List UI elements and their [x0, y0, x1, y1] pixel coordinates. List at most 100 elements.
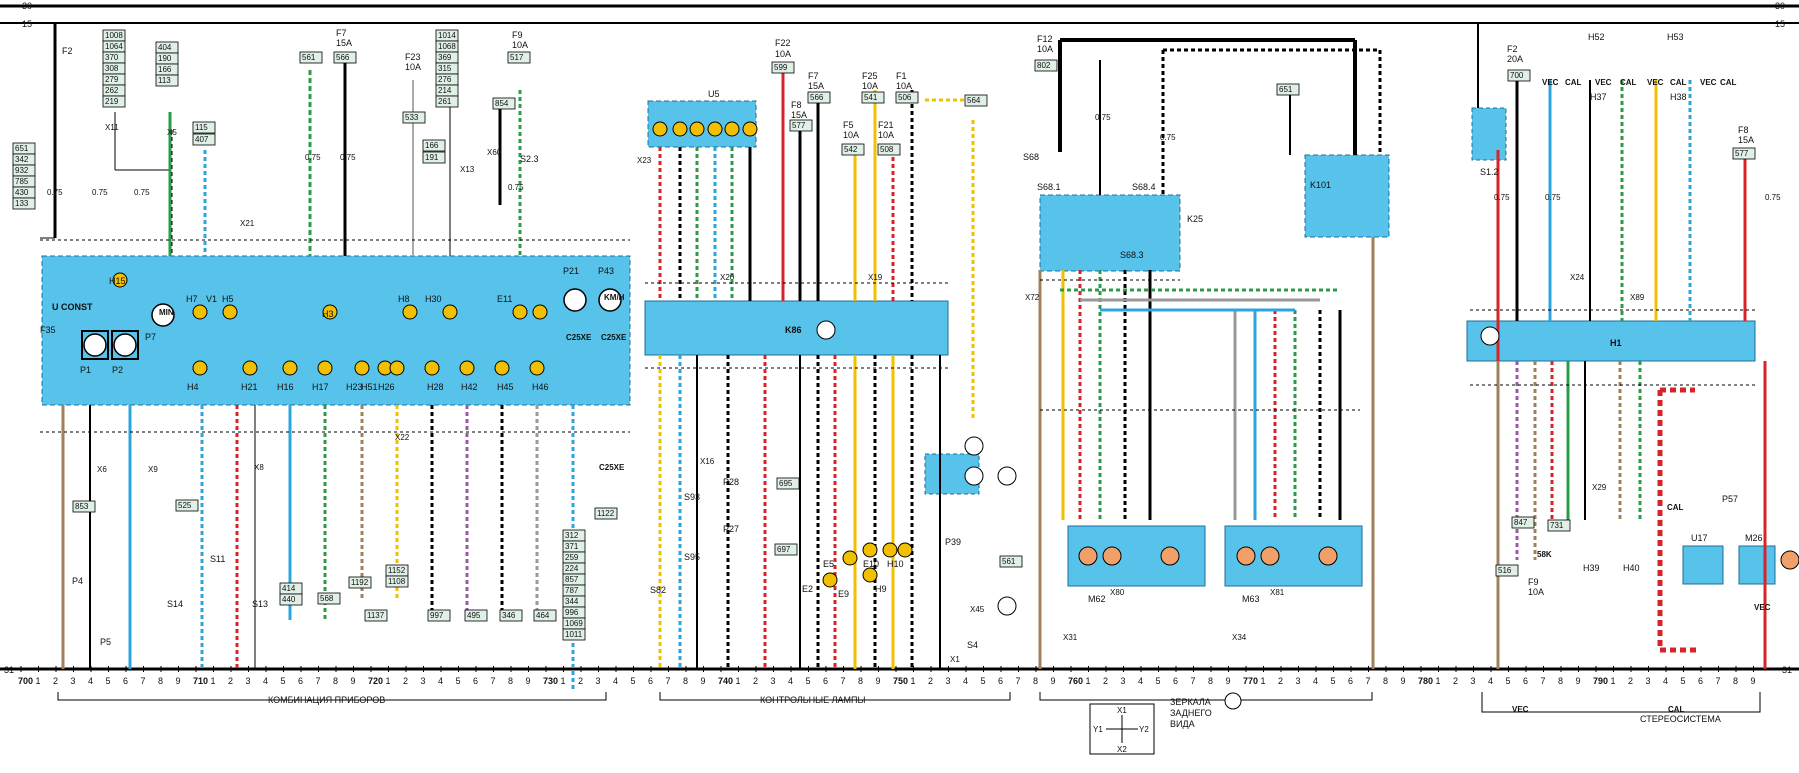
- component-label: H45: [497, 382, 514, 392]
- rail-30-label-left: 30: [22, 1, 32, 11]
- ref-number: 224: [565, 564, 579, 573]
- scale-number: 4: [613, 676, 618, 686]
- component-marks: [81, 121, 1799, 616]
- compass-x2: X2: [1117, 745, 1127, 754]
- motor-icon: [1078, 546, 1098, 566]
- ref-number: 430: [15, 188, 29, 197]
- scale-number: 5: [981, 676, 986, 686]
- tag-label: CAL: [1670, 78, 1687, 87]
- ref-number: 566: [336, 53, 350, 62]
- ref-cell: [999, 555, 1023, 568]
- scale-number: 5: [1331, 676, 1336, 686]
- scale-number: 9: [1401, 676, 1406, 686]
- ref-cell: [464, 609, 488, 622]
- scale-number: 1: [1611, 676, 1616, 686]
- scale-number: 9: [1226, 676, 1231, 686]
- ref-number: 525: [178, 501, 192, 510]
- ref-cell: [333, 51, 357, 64]
- ref-number: 506: [898, 93, 912, 102]
- ref-number: 342: [15, 155, 29, 164]
- scale-number: 9: [526, 676, 531, 686]
- ref-cell: [776, 477, 800, 490]
- ref-number: 344: [565, 597, 579, 606]
- ref-number: 577: [1735, 149, 1749, 158]
- component-label: P27: [723, 524, 739, 534]
- gauge-icon: [151, 303, 175, 327]
- motor-icon: [1236, 546, 1256, 566]
- scale-number: 710: [193, 676, 208, 686]
- fuse-f2b: F2: [1507, 44, 1518, 54]
- connector-label: X89: [1630, 293, 1645, 302]
- connector-label: X1: [950, 655, 960, 664]
- component-label: H5: [222, 294, 234, 304]
- lamp-icon: [322, 304, 338, 320]
- ref-cell: [594, 507, 618, 520]
- ref-number: 599: [774, 63, 788, 72]
- component-label: S82: [650, 585, 666, 595]
- scale-number: 7: [841, 676, 846, 686]
- ref-number: 464: [536, 611, 550, 620]
- scale-number: 700: [18, 676, 33, 686]
- component-label: P21: [563, 266, 579, 276]
- scale-number: 8: [683, 676, 688, 686]
- component-label: H42: [461, 382, 478, 392]
- ref-number: 517: [510, 53, 524, 62]
- scale-number: 7: [491, 676, 496, 686]
- scale-number: 3: [71, 676, 76, 686]
- wire-size-label: 0.75: [92, 188, 108, 197]
- lamp-icon: [192, 304, 208, 320]
- section-mirrors-2: ЗАДНЕГО: [1170, 708, 1212, 718]
- m62-label: M62: [1088, 594, 1106, 604]
- sensor-icon: [1480, 326, 1500, 346]
- component-label: P39: [945, 537, 961, 547]
- tag-label: VEC: [1700, 78, 1717, 87]
- component-label: P4: [72, 576, 83, 586]
- ref-cell: [789, 119, 813, 132]
- connector-label: X5: [167, 128, 177, 137]
- tag-label: C25XE: [566, 333, 592, 342]
- scale-number: 5: [1156, 676, 1161, 686]
- motor-icon: [1780, 550, 1799, 570]
- scale-number: 2: [1628, 676, 1633, 686]
- ref-number: 853: [75, 502, 89, 511]
- component-label: H10: [887, 559, 904, 569]
- scale-number: 730: [543, 676, 558, 686]
- rail-15-label-left: 15: [22, 19, 32, 29]
- fuse-f22: F22: [775, 38, 791, 48]
- fuse-f9b-rating: 10A: [1528, 587, 1544, 597]
- scale-number: 2: [1103, 676, 1108, 686]
- lamp-icon: [354, 360, 370, 376]
- component-label: E11: [497, 294, 512, 304]
- scale-number: 6: [123, 676, 128, 686]
- connector-label: X21: [240, 219, 255, 228]
- scale-number: 2: [578, 676, 583, 686]
- tag-label: MIN: [159, 308, 174, 317]
- tag-label: KM/H: [604, 293, 625, 302]
- ref-number: 508: [880, 145, 894, 154]
- scale-number: 6: [823, 676, 828, 686]
- ref-number: 407: [195, 135, 209, 144]
- scale-number: 770: [1243, 676, 1258, 686]
- fuse-f2b-rating: 20A: [1507, 54, 1523, 64]
- component-label: F35: [40, 325, 56, 335]
- fuse-f12-rating: 10A: [1037, 44, 1053, 54]
- ref-cell: [422, 151, 446, 164]
- scale-number: 8: [1558, 676, 1563, 686]
- cluster-bracket: [57, 692, 607, 701]
- scale-number: 5: [1681, 676, 1686, 686]
- component-label: P1: [80, 365, 91, 375]
- scale-number: 5: [106, 676, 111, 686]
- scale-number: 1: [911, 676, 916, 686]
- ref-cell: [1495, 564, 1519, 577]
- rail-30-label-right: 30: [1775, 1, 1785, 11]
- lamp-icon: [529, 360, 545, 376]
- m26-label: M26: [1745, 533, 1763, 543]
- lamp-icon: [862, 567, 878, 583]
- ref-cell: [771, 61, 795, 74]
- tag-label: VEC: [1512, 705, 1529, 714]
- ref-number: 785: [15, 177, 29, 186]
- ref-cell: [12, 197, 36, 210]
- wire-size-label: 0.75: [1160, 133, 1176, 142]
- scale-number: 3: [596, 676, 601, 686]
